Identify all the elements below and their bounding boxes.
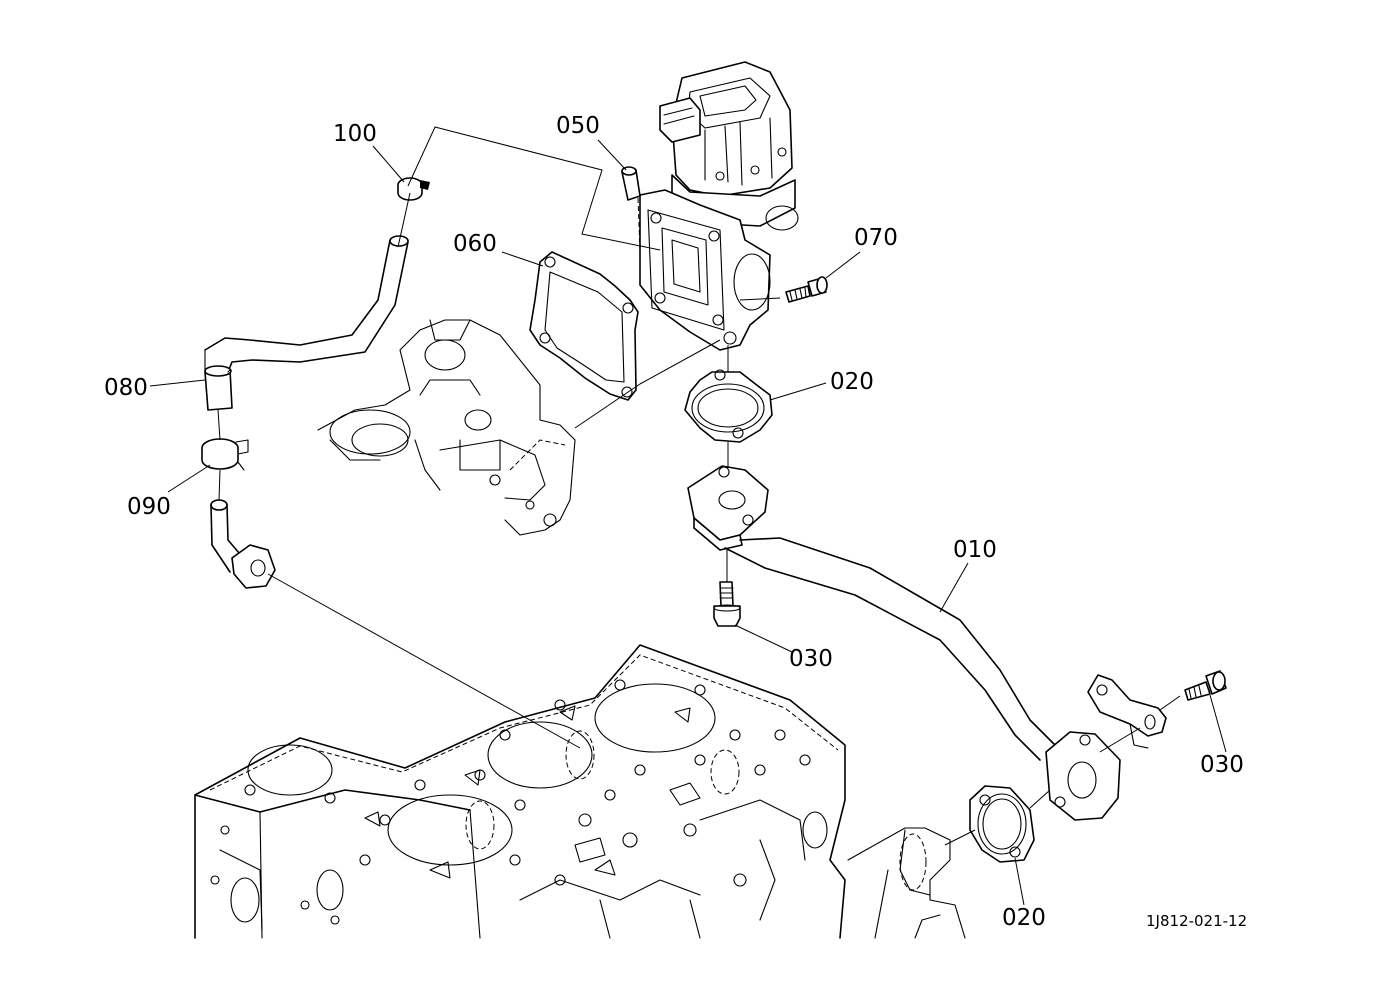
engine-block xyxy=(194,644,846,939)
callout-080: 080 xyxy=(104,375,148,401)
callout-030-right: 030 xyxy=(1200,752,1244,778)
gasket-020-lower xyxy=(969,785,1035,863)
callout-020-lower: 020 xyxy=(1002,905,1046,931)
callout-010: 010 xyxy=(953,537,997,563)
clamp-090 xyxy=(201,438,249,471)
egr-gasket-060 xyxy=(529,251,639,401)
callout-100: 100 xyxy=(333,121,377,147)
callout-050: 050 xyxy=(556,113,600,139)
egr-valve xyxy=(621,61,799,351)
assembly-lines xyxy=(217,126,1181,846)
callout-090: 090 xyxy=(127,494,171,520)
callout-leaders xyxy=(149,139,1227,906)
callout-030-lower: 030 xyxy=(789,646,833,672)
pipe-fitting xyxy=(210,499,276,589)
cylinder-head xyxy=(317,319,576,536)
bolt-070 xyxy=(785,276,828,303)
callout-070: 070 xyxy=(854,225,898,251)
callout-020-upper: 020 xyxy=(830,369,874,395)
exhaust-manifold xyxy=(847,827,966,939)
gasket-020-upper xyxy=(684,369,773,443)
callout-060: 060 xyxy=(453,231,497,257)
bolt-030-lower xyxy=(713,581,741,627)
hose-080 xyxy=(204,235,409,411)
drawing-reference-number: 1J812-021-12 xyxy=(1146,912,1247,930)
bracket-and-bolt-030-right xyxy=(1087,670,1227,749)
egr-pipe-010 xyxy=(687,465,1121,821)
